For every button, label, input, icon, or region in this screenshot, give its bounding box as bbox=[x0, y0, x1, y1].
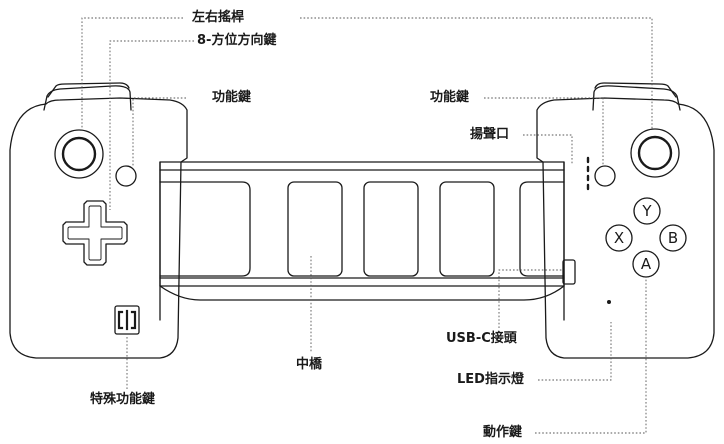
label-bridge: 中橋 bbox=[296, 357, 323, 372]
dpad-inner bbox=[67, 205, 123, 261]
a-button bbox=[632, 250, 660, 278]
usb-c-connector bbox=[562, 259, 576, 285]
label-sticks: 左右搖桿 bbox=[192, 10, 245, 25]
leader-usbc bbox=[498, 269, 563, 328]
label-function-right: 功能鍵 bbox=[430, 90, 470, 105]
right-trigger bbox=[594, 82, 677, 98]
leader-action bbox=[535, 278, 647, 434]
left-stick-inner bbox=[61, 136, 97, 172]
leader-dpad bbox=[109, 40, 194, 210]
left-trigger bbox=[47, 82, 130, 98]
leader-led bbox=[538, 322, 612, 381]
leader-func-left bbox=[132, 97, 186, 166]
b-button bbox=[659, 224, 687, 252]
bridge-rail bbox=[159, 285, 565, 301]
bridge-slot bbox=[519, 181, 565, 277]
label-special-function: 特殊功能鍵 bbox=[90, 392, 156, 407]
right-stick-outer bbox=[630, 128, 680, 178]
left-grip bbox=[9, 97, 188, 359]
leader-func-right bbox=[484, 97, 604, 166]
bridge-slot bbox=[287, 181, 343, 277]
dpad bbox=[62, 200, 128, 266]
y-button bbox=[633, 197, 661, 225]
x-button bbox=[605, 224, 633, 252]
right-bumper bbox=[592, 85, 681, 111]
label-led: LED指示燈 bbox=[457, 372, 524, 387]
bridge-slot bbox=[363, 181, 419, 277]
y-button-label: Y bbox=[641, 202, 652, 220]
bridge-slot bbox=[159, 181, 251, 277]
b-button-label: B bbox=[668, 229, 678, 247]
special-button-glyph bbox=[117, 309, 137, 331]
label-speaker: 揚聲口 bbox=[470, 127, 510, 142]
leader-speaker bbox=[523, 134, 573, 164]
led-indicator bbox=[607, 300, 611, 304]
label-dpad: 8-方位方向鍵 bbox=[197, 33, 277, 48]
x-button-label: X bbox=[614, 229, 624, 247]
left-bumper bbox=[43, 85, 132, 111]
leader-sticks bbox=[300, 17, 653, 130]
label-function-left: 功能鍵 bbox=[212, 90, 252, 105]
special-function-button bbox=[114, 305, 140, 335]
right-function-button bbox=[594, 165, 616, 187]
label-action-buttons: 動作鍵 bbox=[483, 425, 523, 440]
bridge-frame bbox=[159, 161, 565, 287]
leader-sticks bbox=[81, 17, 183, 132]
label-usb-c: USB-C接頭 bbox=[446, 331, 517, 346]
left-stick-outer bbox=[54, 129, 104, 179]
right-grip bbox=[536, 97, 715, 359]
a-button-label: A bbox=[641, 255, 652, 273]
bridge-slot bbox=[439, 181, 495, 277]
left-function-button bbox=[115, 165, 137, 187]
right-stick-inner bbox=[637, 135, 673, 171]
